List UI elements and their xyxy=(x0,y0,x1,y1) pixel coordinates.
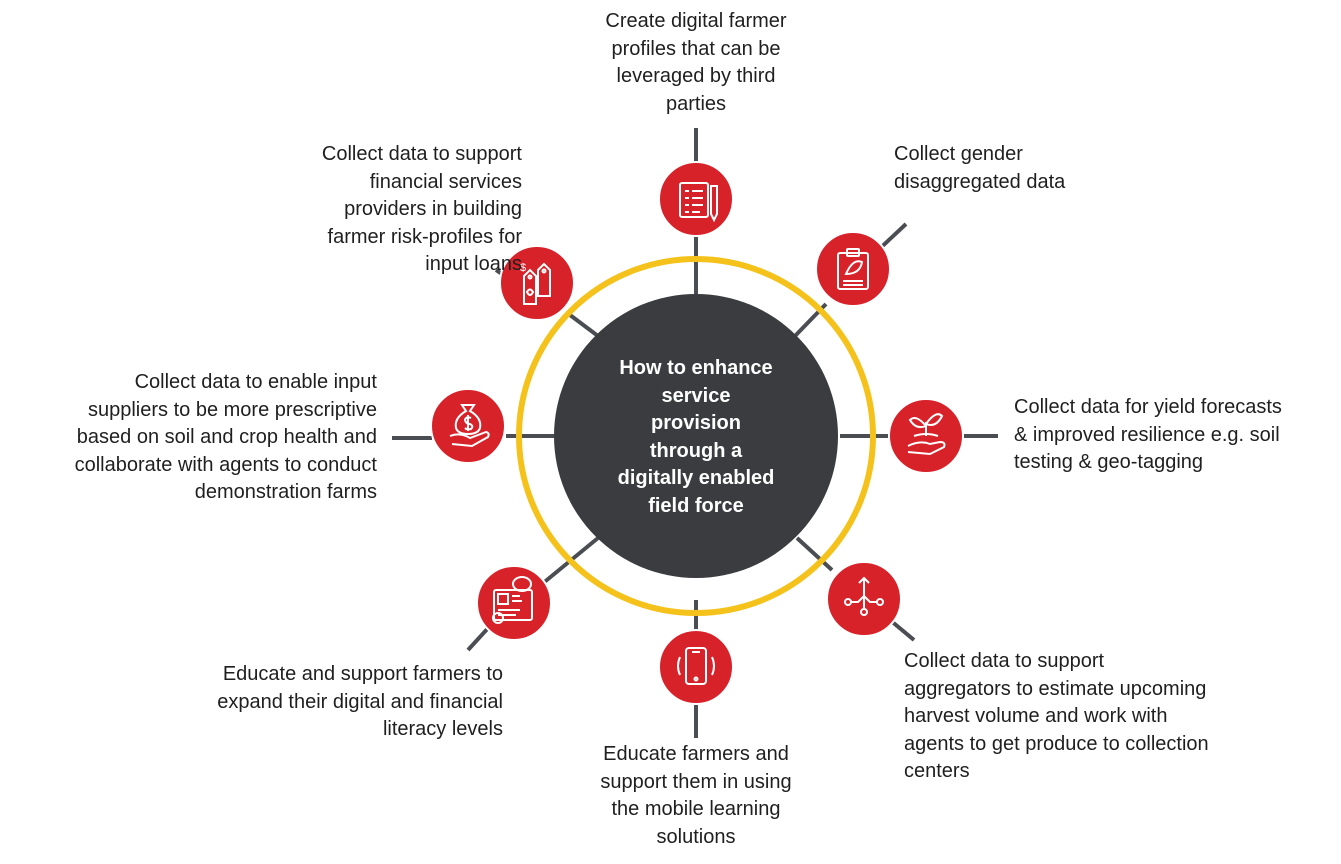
center-title-line: service xyxy=(661,384,731,407)
label-line: Collect data to enable input xyxy=(134,371,377,393)
label-line: parties xyxy=(665,92,727,115)
label-line: literacy levels xyxy=(382,718,503,740)
label-line: Collect data to support xyxy=(904,650,1105,672)
node-top xyxy=(658,161,734,237)
label-line: input loans xyxy=(425,253,522,275)
svg-text:$: $ xyxy=(520,262,526,274)
hand-sprout-icon xyxy=(907,413,946,456)
label-bottom-right: Collect data to support aggregators to e… xyxy=(904,648,1209,786)
checklist-icon xyxy=(679,182,718,223)
center-title-line: digitally enabled xyxy=(617,467,775,489)
label-line: disaggregated data xyxy=(894,170,1066,193)
node-bottom-right xyxy=(826,561,902,637)
label-line: based on soil and crop health and xyxy=(76,426,377,448)
node-right xyxy=(888,398,964,474)
label-line: collaborate with agents to conduct xyxy=(74,453,377,476)
clipboard-leaf-icon xyxy=(837,248,869,290)
label-line: support them in using xyxy=(600,770,792,793)
label-line: centers xyxy=(904,760,970,782)
label-right: Collect data for yield forecasts & impro… xyxy=(1014,394,1282,477)
label-line: solutions xyxy=(656,825,736,848)
label-line: Collect gender xyxy=(894,143,1023,165)
label-line: aggregators to estimate upcoming xyxy=(904,677,1207,700)
label-line: Educate and support farmers to xyxy=(222,663,503,685)
node-bottom-left xyxy=(476,565,552,641)
connector-bottom-left xyxy=(466,624,492,652)
label-top-right: Collect gender disaggregated data xyxy=(894,141,1065,196)
center-title: How to enhance service provision through… xyxy=(582,355,810,520)
connector-top-left-inner xyxy=(564,310,600,338)
center-title-line: How to enhance xyxy=(619,357,773,379)
label-top: Create digital farmer profiles that can … xyxy=(546,8,846,118)
node-left xyxy=(430,388,506,464)
label-line: agents to get produce to collection xyxy=(904,732,1209,755)
label-line: Collect data for yield forecasts xyxy=(1014,396,1282,418)
label-line: Collect data to support xyxy=(321,143,522,165)
label-line: suppliers to be more prescriptive xyxy=(87,398,377,421)
node-top-left: $ xyxy=(499,245,575,321)
label-line: profiles that can be xyxy=(611,37,781,60)
center-title-line: through a xyxy=(649,439,743,462)
label-line: the mobile learning xyxy=(611,798,781,820)
connector-bottom-right xyxy=(888,618,916,642)
label-line: & improved resilience e.g. soil xyxy=(1014,423,1280,446)
label-left: Collect data to enable input suppliers t… xyxy=(75,369,377,507)
node-bottom xyxy=(658,629,734,705)
label-line: Create digital farmer xyxy=(605,10,787,32)
money-bag-hand-icon xyxy=(449,404,490,448)
label-line: farmer risk-profiles for xyxy=(327,225,522,248)
label-bottom-left: Educate and support farmers to expand th… xyxy=(217,661,503,744)
label-top-left: Collect data to support financial servic… xyxy=(322,141,522,279)
node-top-right xyxy=(815,231,891,307)
piggy-bank-dashboard-icon xyxy=(492,576,533,624)
center-title-line: provision xyxy=(650,412,741,434)
label-line: financial services xyxy=(369,170,522,193)
outer-ring xyxy=(516,256,876,616)
label-line: demonstration farms xyxy=(194,481,377,503)
label-line: Educate farmers and xyxy=(603,743,789,765)
label-line: testing & geo-tagging xyxy=(1014,451,1204,473)
label-line: harvest volume and work with xyxy=(904,705,1168,727)
mobile-phone-icon xyxy=(677,647,715,685)
label-line: providers in building xyxy=(344,198,522,220)
connector-bottom-right-inner xyxy=(795,536,834,572)
label-bottom: Educate farmers and support them in usin… xyxy=(546,741,846,851)
price-tags-icon: $ xyxy=(520,262,551,305)
distribution-network-icon xyxy=(844,576,884,616)
center-title-line: field force xyxy=(648,494,744,517)
center-hub xyxy=(554,294,838,578)
label-line: leveraged by third xyxy=(616,65,776,87)
label-line: expand their digital and financial xyxy=(217,690,503,713)
